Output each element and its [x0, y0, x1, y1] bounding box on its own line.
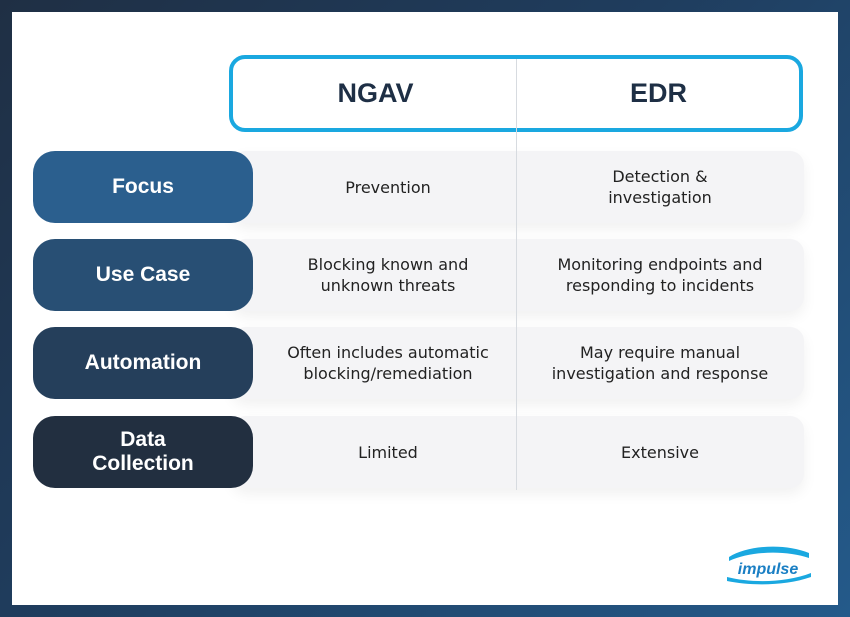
row-data-collection-bg: [232, 416, 804, 488]
row-label-data-collection: Data Collection: [33, 416, 253, 488]
header-ngav: NGAV: [337, 78, 414, 108]
cell-focus-ngav: Prevention: [345, 177, 431, 197]
row-label-focus: Focus: [33, 151, 253, 223]
column-divider: [516, 59, 517, 490]
row-focus-bg: [232, 151, 804, 223]
cell-use-case-ngav: Blocking known and unknown threats: [307, 255, 469, 295]
header-edr: EDR: [629, 78, 687, 108]
logo-text: impulse: [738, 561, 799, 578]
cell-automation-ngav: Often includes automatic blocking/remedi…: [287, 343, 489, 383]
cell-focus-edr: Detection & investigation: [608, 167, 712, 207]
cell-data-collection-ngav: Limited: [358, 442, 418, 462]
row-label-use-case: Use Case: [33, 239, 253, 311]
row-label-automation: Automation: [33, 327, 253, 399]
cell-data-collection-edr: Extensive: [621, 442, 699, 462]
row-automation-bg: [232, 327, 804, 399]
row-use-case-bg: [232, 239, 804, 311]
impulse-logo: impulse: [727, 546, 811, 585]
cell-use-case-edr: Monitoring endpoints and responding to i…: [557, 255, 763, 295]
cell-automation-edr: May require manual investigation and res…: [551, 343, 769, 383]
